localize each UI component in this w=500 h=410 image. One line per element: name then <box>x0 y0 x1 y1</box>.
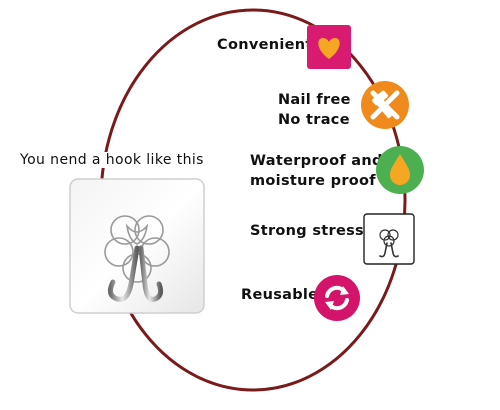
water-drop-icon <box>376 146 424 194</box>
feature-label-waterproof: Waterproof and moisture proof <box>247 151 386 191</box>
no-hammer-icon <box>361 81 409 129</box>
feature-label-convenient: Convenient <box>214 36 316 55</box>
feature-label-reusable: Reusable <box>238 286 322 305</box>
recycle-icon <box>314 275 360 321</box>
feature-label-strong-stress: Strong stress <box>247 222 367 241</box>
feature-label-line: No trace <box>278 112 350 128</box>
feature-label-line: moisture proof <box>250 173 376 189</box>
feature-label-nail-free: Nail free No trace <box>275 90 354 130</box>
hook-stress-icon <box>363 213 415 265</box>
feature-label-line: Nail free <box>278 92 351 108</box>
feature-label-line: Waterproof and <box>250 153 383 169</box>
flower-hook-icon <box>69 178 205 314</box>
heart-icon <box>307 25 351 69</box>
product-caption: You nend a hook like this <box>18 152 206 168</box>
